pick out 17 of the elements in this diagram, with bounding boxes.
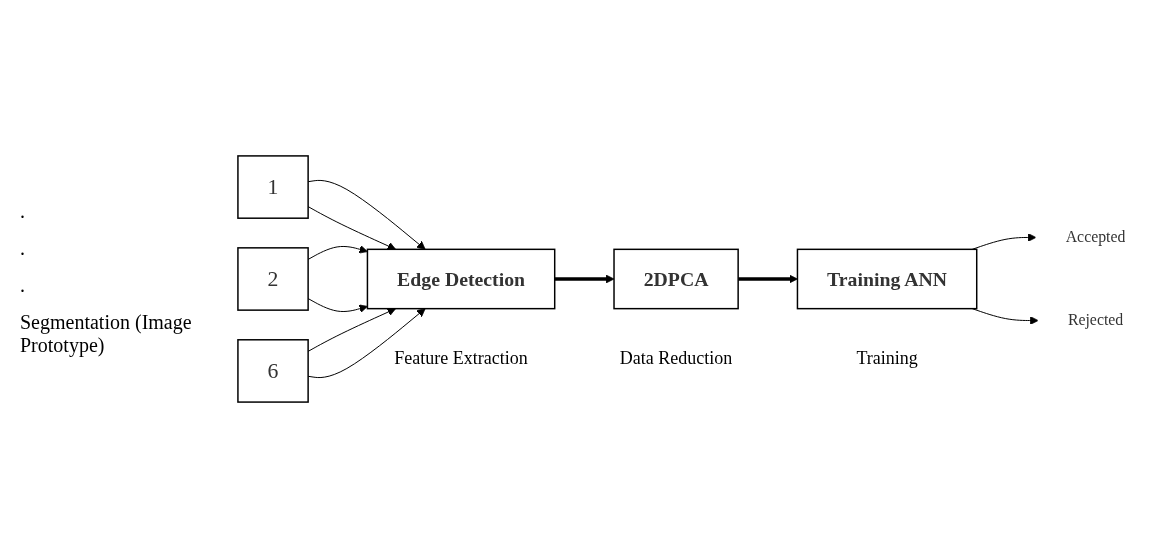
arrow bbox=[554, 274, 615, 283]
stage-caption: Training bbox=[855, 348, 919, 370]
node-box: 6 bbox=[237, 338, 309, 403]
stage-caption: Feature Extraction bbox=[393, 348, 529, 370]
arrow bbox=[738, 274, 798, 283]
note-label: Segmentation (Image Prototype) bbox=[20, 311, 193, 357]
node-box: 2DPCA bbox=[613, 248, 739, 309]
node-text: Accepted bbox=[1065, 228, 1126, 245]
node-text: Rejected bbox=[1067, 311, 1124, 328]
node-box: 2 bbox=[237, 246, 309, 311]
node-box: 1 bbox=[237, 154, 309, 219]
note-label: . bbox=[20, 200, 26, 223]
stage-caption: Data Reduction bbox=[618, 348, 734, 370]
note-label: . bbox=[20, 274, 26, 297]
node-box: Edge Detection bbox=[366, 248, 556, 309]
node-box: Training ANN bbox=[796, 248, 978, 309]
note-label: . bbox=[20, 237, 26, 260]
